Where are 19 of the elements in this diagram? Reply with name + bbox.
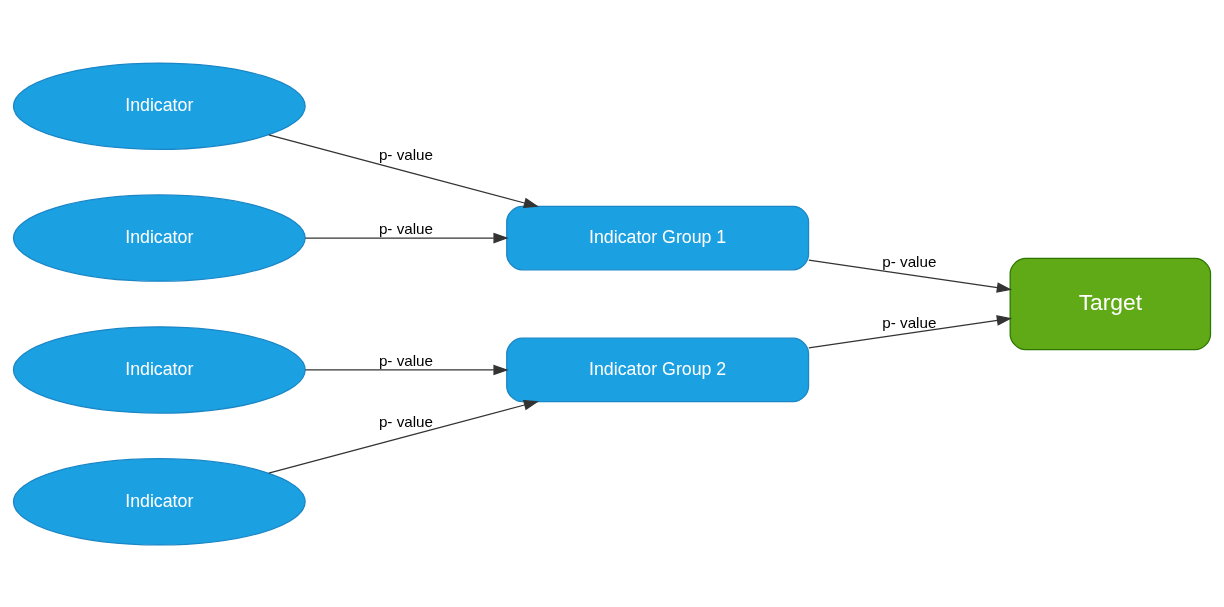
edge-label: p- value xyxy=(882,252,937,270)
node-ellipse: Indicator xyxy=(12,61,306,150)
node-ellipse: Indicator xyxy=(12,457,306,546)
arrow xyxy=(304,364,509,375)
arrow xyxy=(268,133,539,208)
node-ellipse: Indicator xyxy=(12,325,306,414)
node-box: Indicator Group 2 xyxy=(506,337,810,402)
node-box: Indicator Group 1 xyxy=(506,205,810,270)
arrow xyxy=(304,232,509,243)
edge-label: p- value xyxy=(378,145,433,163)
edge-label: p- value xyxy=(378,411,433,429)
edge-label: p- value xyxy=(378,219,433,237)
edge-label: p- value xyxy=(378,351,433,369)
arrow xyxy=(268,399,539,474)
arrow xyxy=(808,258,1012,293)
node-box: Target xyxy=(1009,257,1212,350)
arrow xyxy=(808,314,1012,349)
edge-label: p- value xyxy=(882,313,937,331)
node-ellipse: Indicator xyxy=(12,193,306,282)
